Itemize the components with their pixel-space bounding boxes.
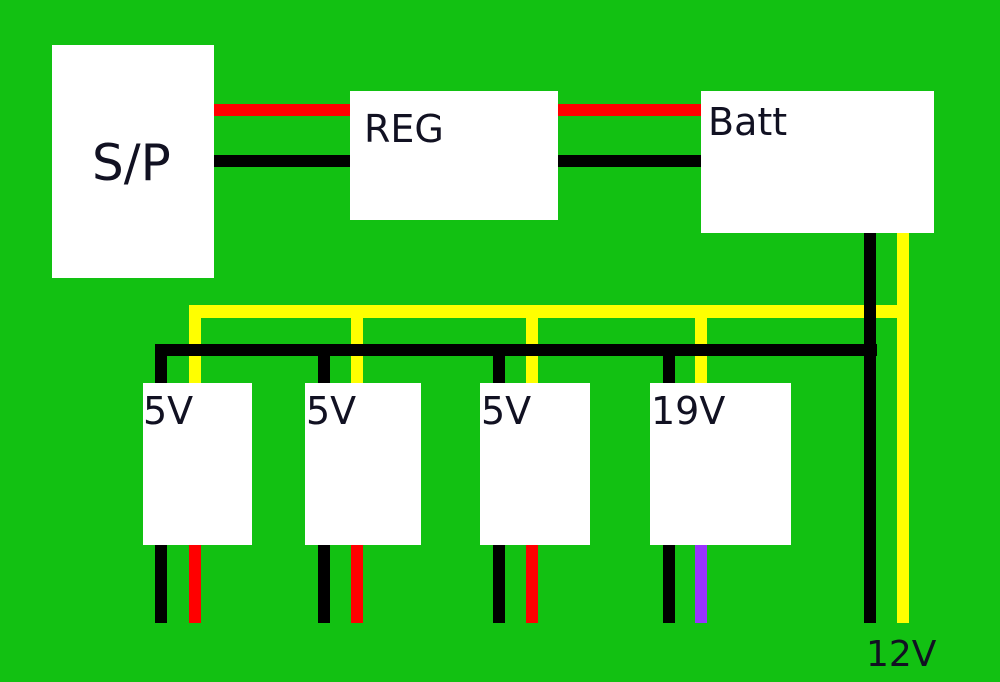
converter-4-label: 19V xyxy=(651,389,726,433)
wire-sp-reg-positive xyxy=(214,104,350,116)
batt-output-yellow xyxy=(897,233,909,623)
bus-negative-drop-1 xyxy=(155,344,167,385)
wire-reg-batt-positive xyxy=(558,104,701,116)
battery-output-label: 12V xyxy=(866,634,937,675)
converter-2-label: 5V xyxy=(306,389,357,433)
regulator-block: REG xyxy=(350,91,558,220)
bus-negative-drop-3 xyxy=(493,344,505,385)
conv3-output-red xyxy=(526,545,538,623)
conv2-output-black xyxy=(318,545,330,623)
bus-negative-drop-4 xyxy=(663,344,675,385)
converter-2-block: 5V xyxy=(305,383,421,545)
conv1-output-black xyxy=(155,545,167,623)
conv4-output-black xyxy=(663,545,675,623)
wire-sp-reg-negative xyxy=(214,155,350,167)
converter-3-label: 5V xyxy=(481,389,532,433)
conv2-output-red xyxy=(351,545,363,623)
conv3-output-black xyxy=(493,545,505,623)
battery-block: Batt xyxy=(701,91,934,233)
conv1-output-red xyxy=(189,545,201,623)
bus-positive-horizontal xyxy=(189,305,909,318)
conv4-output-purple xyxy=(695,545,707,623)
solar-panel-label: S/P xyxy=(92,134,171,192)
bus-negative-horizontal xyxy=(155,344,877,356)
regulator-label: REG xyxy=(364,107,444,151)
converter-1-label: 5V xyxy=(143,389,194,433)
solar-panel-block: S/P xyxy=(52,45,214,278)
converter-1-block: 5V xyxy=(143,383,252,545)
converter-4-block: 19V xyxy=(650,383,791,545)
wire-reg-batt-negative xyxy=(558,155,701,167)
battery-label: Batt xyxy=(708,100,788,144)
batt-output-black xyxy=(864,233,876,623)
bus-negative-drop-2 xyxy=(318,344,330,385)
converter-3-block: 5V xyxy=(480,383,590,545)
